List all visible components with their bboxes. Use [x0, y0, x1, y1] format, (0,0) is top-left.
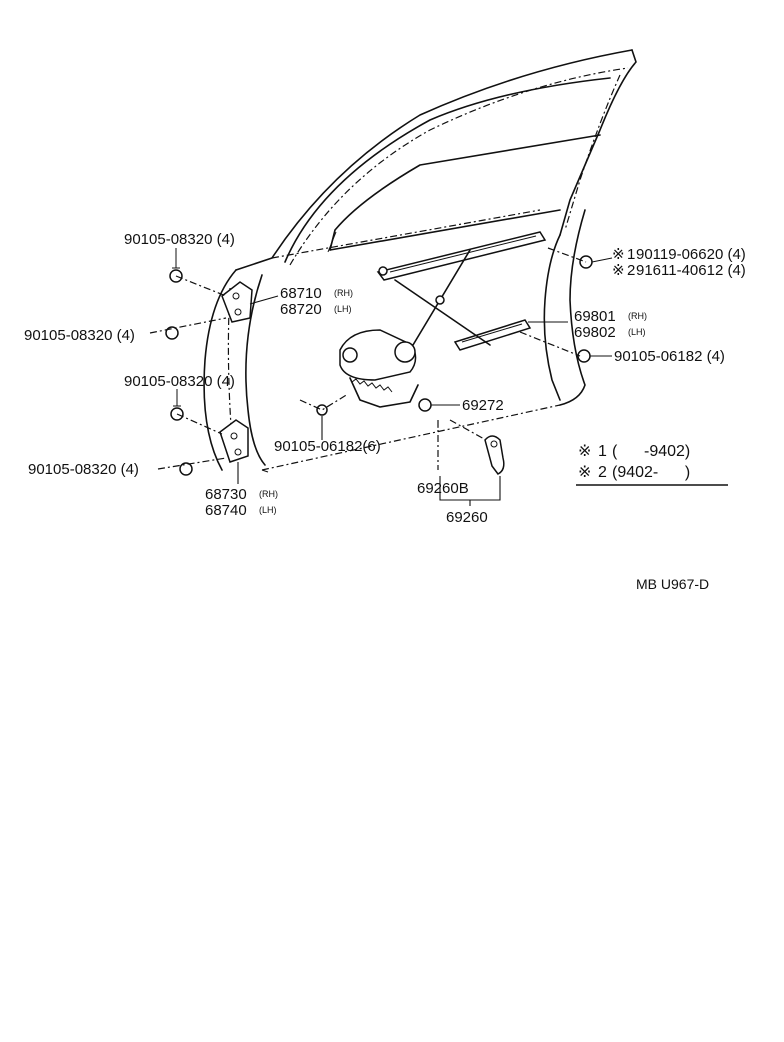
note2-mark: ※ [578, 464, 591, 481]
label-lower-hinge-rh-side: (RH) [259, 489, 278, 499]
label-ref-num-1: 1 [627, 246, 635, 263]
label-upper-hinge-rh: 68710 [280, 285, 322, 302]
label-motor-bolt: 90105-06182(6) [274, 438, 381, 455]
label-regulator-rh-side: (RH) [628, 311, 647, 321]
label-handle-sub: 69260B [417, 480, 469, 497]
note2-number: 2 [598, 464, 607, 481]
label-regulator-bolt-b: 91611-40612 (4) [636, 262, 746, 279]
bolt-icon [316, 404, 328, 416]
bolt-icon [169, 267, 183, 283]
label-bolt-upper-hinge-top: 90105-08320 (4) [124, 231, 235, 248]
window-handle [484, 435, 505, 475]
label-handle: 69260 [446, 509, 488, 526]
label-ref-mark-1: ※ [612, 246, 625, 263]
label-upper-hinge-lh-side: (LH) [334, 304, 352, 314]
note2-range: (9402- ) [612, 464, 690, 481]
lower-hinge [219, 419, 249, 463]
label-regulator-lh-side: (LH) [628, 327, 646, 337]
leader-lines [149, 247, 613, 506]
upper-hinge [221, 281, 253, 323]
window-regulator [339, 231, 547, 408]
grommet-icon [418, 398, 432, 412]
label-upper-hinge-rh-side: (RH) [334, 288, 353, 298]
bolt-icon [165, 326, 179, 340]
label-grommet: 69272 [462, 397, 504, 414]
label-ref-num-2: 2 [627, 262, 635, 279]
label-ref-mark-2: ※ [612, 262, 625, 279]
bolt-icon [170, 405, 184, 421]
label-regulator-bolt-a: 90119-06620 (4) [636, 246, 746, 263]
label-bolt-lower-hinge-side: 90105-08320 (4) [28, 461, 139, 478]
note1-range: ( -9402) [612, 443, 690, 460]
label-bolt-lower-hinge-top: 90105-08320 (4) [124, 373, 235, 390]
notes-block: ※ 1 ( -9402) ※ 2 (9402- ) [576, 443, 728, 486]
note1-number: 1 [598, 443, 607, 460]
reference-code: MB U967-D [636, 576, 709, 592]
label-lower-hinge-lh: 68740 [205, 502, 247, 519]
label-bolt-upper-hinge-side: 90105-08320 (4) [24, 327, 135, 344]
label-upper-hinge-lh: 68720 [280, 301, 322, 318]
label-regulator-bolt-c: 90105-06182 (4) [614, 348, 725, 365]
label-regulator-rh: 69801 [574, 308, 616, 325]
bolt-icon [179, 462, 193, 476]
label-lower-hinge-lh-side: (LH) [259, 505, 277, 515]
label-lower-hinge-rh: 68730 [205, 486, 247, 503]
door-outline [203, 49, 637, 471]
label-regulator-lh: 69802 [574, 324, 616, 341]
note1-mark: ※ [578, 443, 591, 460]
